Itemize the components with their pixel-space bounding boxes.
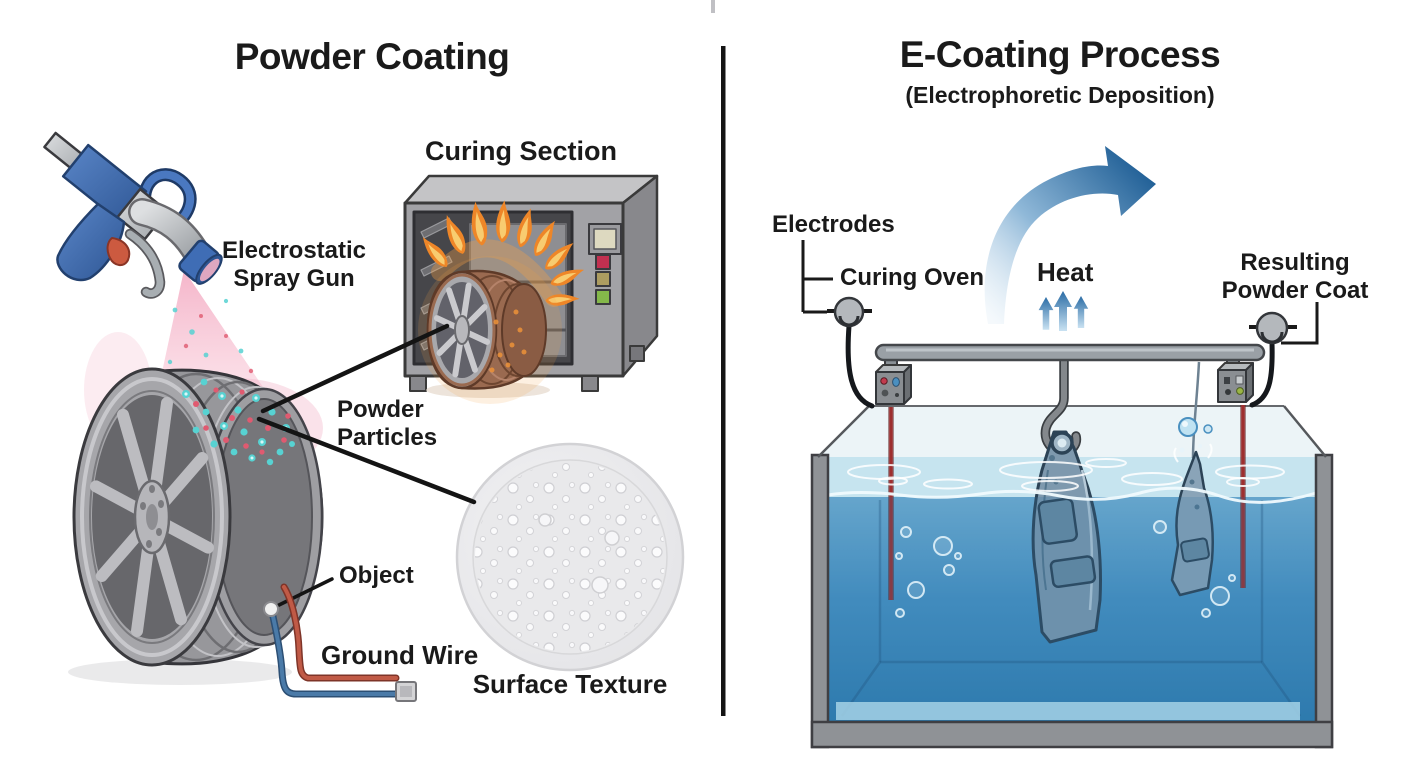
control-box-left	[875, 364, 912, 405]
bubbles	[895, 520, 1236, 618]
curing-oven-label: Curing Oven	[840, 264, 985, 291]
panel-divider	[721, 46, 726, 716]
electrodes-label-bracket	[801, 240, 833, 314]
oven-red-button	[595, 254, 611, 270]
electrode-pulley-left	[827, 296, 872, 328]
right-title: E-Coating Process	[899, 34, 1221, 75]
right-subtitle: (Electrophoretic Deposition)	[905, 82, 1215, 108]
ground-connector-inner	[400, 686, 412, 697]
hanger-bar	[874, 343, 1266, 368]
electrode-pulley-right	[1249, 311, 1297, 345]
surface-texture-label: Surface Texture	[472, 669, 668, 699]
divider-top-tick	[711, 0, 715, 13]
electrodes-label: Electrodes	[772, 211, 895, 238]
ground-wire-label: Ground Wire	[321, 640, 479, 670]
e-coating-panel	[801, 146, 1334, 749]
oven-display	[593, 228, 617, 250]
pulley-wires	[845, 323, 1275, 409]
alloy-wheel	[68, 367, 324, 685]
object-contact-point	[263, 601, 279, 617]
tank-frame	[810, 453, 1334, 749]
powder-particles-label: Powder Particles	[337, 396, 438, 451]
oven-tan-button	[595, 271, 611, 287]
spray-gun-label: Electrostatic Spray Gun	[221, 237, 367, 292]
flames-icon	[418, 199, 587, 307]
oven-wheel-icon	[418, 256, 562, 404]
ripples	[847, 458, 1285, 492]
object-label: Object	[339, 562, 414, 589]
dip-tank	[810, 353, 1334, 749]
left-title: Powder Coating	[234, 36, 510, 77]
surface-bubbles	[1178, 417, 1213, 453]
control-box-right	[1217, 362, 1254, 403]
surface-texture-swatch	[455, 442, 685, 672]
curing-section-label: Curing Section	[424, 136, 617, 166]
spray-gun-icon	[43, 131, 223, 299]
oven-green-button	[595, 289, 611, 305]
powder-coating-panel	[43, 131, 685, 702]
heat-label: Heat	[1037, 257, 1094, 287]
heat-arrows-icon	[1038, 291, 1089, 331]
circulation-arrow-icon	[984, 146, 1156, 324]
oven-control-panel	[588, 223, 622, 305]
resulting-powder-coat-label: Resulting Powder Coat	[1221, 249, 1369, 304]
electrode-rods	[888, 405, 1246, 600]
hanging-part-large	[1031, 353, 1102, 644]
hanging-part-small	[1170, 361, 1214, 597]
ground-wire-icon	[268, 583, 402, 698]
powder-particles-icon	[182, 378, 295, 466]
resulting-label-connector	[1281, 302, 1319, 345]
